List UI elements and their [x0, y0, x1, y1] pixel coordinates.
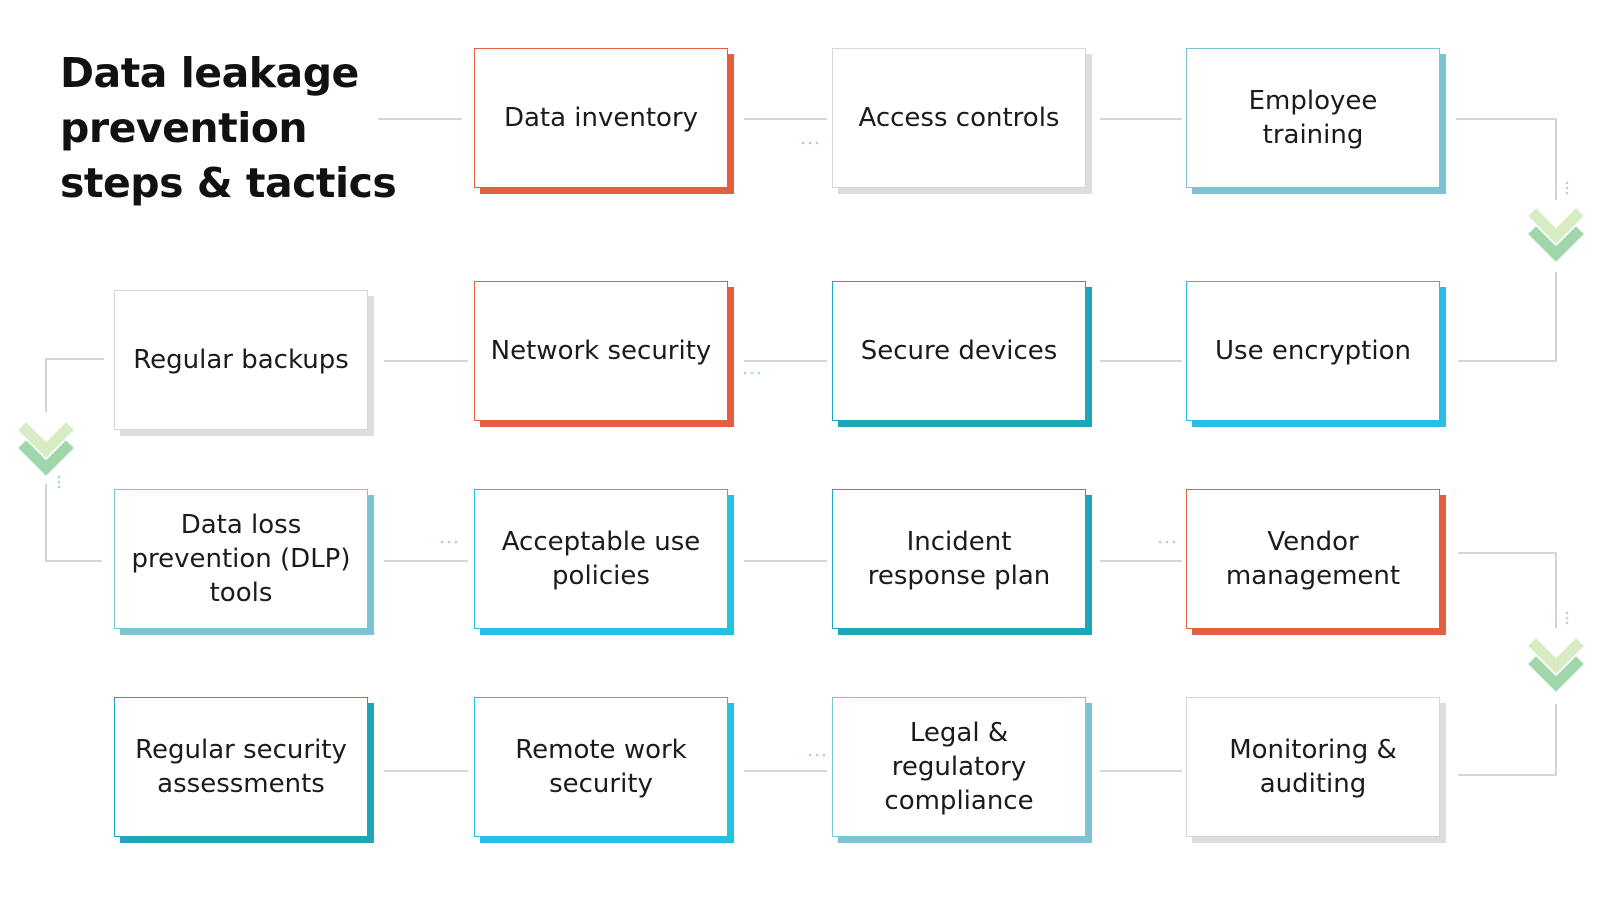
- dots-decoration: [743, 371, 761, 375]
- step-label: Data inventory: [503, 103, 699, 133]
- connector-line: [1458, 704, 1557, 776]
- dots-decoration: [57, 475, 61, 489]
- step-label: Access controls: [858, 103, 1060, 133]
- step-access-controls: Access controls: [832, 48, 1086, 188]
- step-regular-security-assessments: Regular security assessments: [114, 697, 368, 837]
- dots-decoration: [801, 141, 819, 145]
- step-label: Vendor management: [1225, 527, 1401, 591]
- step-label: Remote work security: [515, 735, 687, 799]
- connector-line: [1458, 552, 1557, 628]
- step-secure-devices: Secure devices: [832, 281, 1086, 421]
- dots-decoration: [1565, 181, 1569, 195]
- step-remote-work-security: Remote work security: [474, 697, 728, 837]
- step-use-encryption: Use encryption: [1186, 281, 1440, 421]
- step-label: Data loss prevention (DLP) tools: [131, 510, 351, 608]
- step-network-security: Network security: [474, 281, 728, 421]
- step-monitoring-auditing: Monitoring & auditing: [1186, 697, 1440, 837]
- page-title: Data leakage prevention steps & tactics: [60, 49, 397, 207]
- step-regular-backups: Regular backups: [114, 290, 368, 430]
- step-acceptable-use-policies: Acceptable use policies: [474, 489, 728, 629]
- connector-line: [45, 484, 102, 562]
- step-label: Incident response plan: [867, 527, 1051, 591]
- dots-decoration: [1158, 540, 1176, 544]
- step-label: Regular security assessments: [135, 735, 347, 799]
- step-label: Monitoring & auditing: [1229, 735, 1397, 799]
- dots-decoration: [808, 753, 826, 757]
- dots-decoration: [1565, 611, 1569, 625]
- step-vendor-management: Vendor management: [1186, 489, 1440, 629]
- step-label: Secure devices: [860, 336, 1058, 366]
- step-label: Acceptable use policies: [501, 527, 701, 591]
- step-label: Regular backups: [133, 345, 349, 375]
- step-label: Network security: [490, 336, 712, 366]
- step-label: Legal & regulatory compliance: [884, 718, 1034, 816]
- step-legal-regulatory-compliance: Legal & regulatory compliance: [832, 697, 1086, 837]
- step-employee-training: Employee training: [1186, 48, 1440, 188]
- step-data-inventory: Data inventory: [474, 48, 728, 188]
- dots-decoration: [440, 540, 458, 544]
- connector-line: [45, 358, 104, 412]
- connector-line: [1458, 272, 1557, 362]
- step-label: Employee training: [1248, 86, 1378, 150]
- step-incident-response-plan: Incident response plan: [832, 489, 1086, 629]
- step-dlp-tools: Data loss prevention (DLP) tools: [114, 489, 368, 629]
- connector-line: [1456, 118, 1557, 200]
- chevron-down-icon: [1528, 638, 1584, 692]
- step-label: Use encryption: [1215, 336, 1411, 366]
- chevron-down-icon: [18, 422, 74, 476]
- chevron-down-icon: [1528, 208, 1584, 262]
